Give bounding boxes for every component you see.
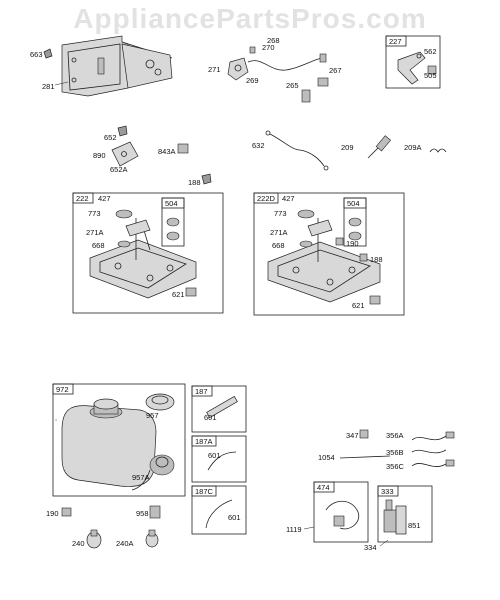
label-268: 268 (267, 36, 280, 45)
label-668-right: 668 (272, 241, 285, 250)
label-190-right: 190 (346, 239, 359, 248)
throttle-parts-drawing (227, 46, 329, 103)
label-843A: 843A (158, 147, 176, 156)
box-333: 333 (377, 485, 433, 543)
label-957A: 957A (132, 473, 150, 482)
label-958: 958 (136, 509, 149, 518)
label-773-left: 773 (88, 209, 101, 218)
label-890: 890 (93, 151, 106, 160)
plug-209-drawing (367, 135, 447, 159)
box-label-222D: 222D (257, 194, 276, 203)
label-957: 957 (146, 411, 159, 420)
box-222: 222 504 (72, 192, 224, 314)
box-label-504-right: 504 (347, 199, 360, 208)
label-356C: 356C (386, 462, 405, 471)
ignition-wires-drawing (339, 429, 455, 467)
label-281: 281 (42, 82, 55, 91)
label-356A: 356A (386, 431, 404, 440)
label-663: 663 (30, 50, 43, 59)
label-347: 347 (346, 431, 359, 440)
label-1054: 1054 (318, 453, 335, 462)
label-269: 269 (246, 76, 259, 85)
label-356B: 356B (386, 448, 404, 457)
box-label-187C: 187C (195, 487, 214, 496)
box-label-227: 227 (389, 37, 402, 46)
label-505: 505 (424, 71, 437, 80)
box-label-333: 333 (381, 487, 394, 496)
label-652A: 652A (110, 165, 128, 174)
label-427-left: 427 (98, 194, 111, 203)
box-187C: 187C (191, 485, 247, 535)
box-label-474: 474 (317, 483, 330, 492)
label-601-a: 601 (204, 413, 217, 422)
label-621-left: 621 (172, 290, 185, 299)
label-240A: 240A (116, 539, 134, 548)
label-267: 267 (329, 66, 342, 75)
label-209A: 209A (404, 143, 422, 152)
box-label-187A: 187A (195, 437, 213, 446)
label-773-right: 773 (274, 209, 287, 218)
label-652: 652 (104, 133, 117, 142)
label-621-right: 621 (352, 301, 365, 310)
label-270: 270 (262, 43, 275, 52)
label-265: 265 (286, 81, 299, 90)
screw-663-drawing (43, 48, 53, 59)
label-188-right: 188 (370, 255, 383, 264)
label-190-bottom: 190 (46, 509, 59, 518)
label-271A-left: 271A (86, 228, 104, 237)
label-427-right: 427 (282, 194, 295, 203)
label-601-c: 601 (228, 513, 241, 522)
box-227: 227 562 505 (385, 35, 441, 89)
label-209: 209 (341, 143, 354, 152)
label-668-left: 668 (92, 241, 105, 250)
bracket-281-drawing (61, 35, 173, 97)
label-562: 562 (424, 47, 437, 56)
label-632: 632 (252, 141, 265, 150)
label-1119: 1119 (286, 525, 302, 534)
box-187A: 187A (191, 435, 247, 483)
box-label-972: 972 (56, 385, 69, 394)
box-label-504-left: 504 (165, 199, 178, 208)
label-188-top: 188 (188, 178, 201, 187)
box-label-187: 187 (195, 387, 208, 396)
watermark-text: AppliancePartsPros.com (73, 3, 426, 34)
box-222D: 222D 504 (253, 192, 405, 316)
box-label-222: 222 (76, 194, 89, 203)
label-601-b: 601 (208, 451, 221, 460)
label-334: 334 (364, 543, 377, 552)
label-271: 271 (208, 65, 221, 74)
label-851: 851 (408, 521, 421, 530)
fittings-drawing (61, 505, 161, 549)
label-240: 240 (72, 539, 85, 548)
box-972: 972 (52, 383, 186, 497)
wire-632-drawing (265, 130, 329, 171)
label-271A-right: 271A (270, 228, 288, 237)
box-474: 474 (313, 481, 369, 543)
governor-parts-drawing (111, 125, 212, 185)
box-187: 187 (191, 385, 247, 433)
